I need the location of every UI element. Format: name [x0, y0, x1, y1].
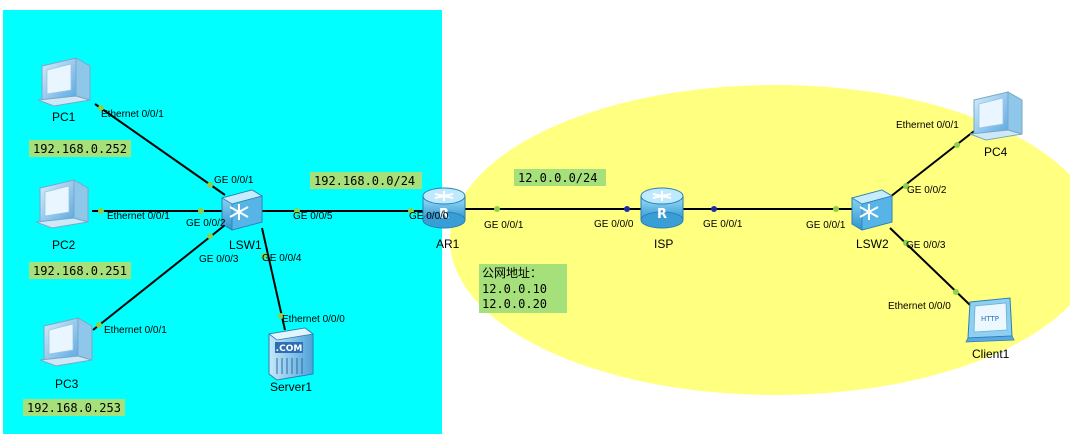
lsw1-device[interactable] — [220, 189, 264, 231]
port-dots — [96, 105, 960, 328]
router-icon: R — [640, 187, 684, 229]
wan-zone — [450, 85, 1070, 395]
pc4-label: PC4 — [984, 145, 1008, 159]
ar1-device[interactable]: R — [422, 187, 466, 229]
pc2-ip: 192.168.0.251 — [33, 264, 127, 278]
pc3-ip: 192.168.0.253 — [27, 401, 121, 415]
pc2-ip-box — [29, 262, 131, 279]
lan-subnet-box — [310, 172, 422, 189]
port-label: Ethernet 0/0/0 — [888, 301, 951, 312]
port-label: Ethernet 0/0/1 — [104, 325, 167, 336]
port-label: GE 0/0/3 — [199, 254, 239, 265]
port-label: Ethernet 0/0/1 — [896, 120, 959, 131]
server-badge: .COM — [276, 344, 303, 354]
lan-subnet: 192.168.0.0/24 — [314, 174, 415, 188]
client-icon: HTTP — [965, 297, 1015, 343]
client1-device[interactable]: HTTP — [965, 297, 1015, 343]
port-dot — [98, 208, 104, 214]
port-dot — [198, 208, 204, 214]
port-label: GE 0/0/4 — [262, 253, 302, 264]
port-dot — [294, 208, 300, 214]
client-badge: HTTP — [981, 315, 999, 323]
port-label: GE 0/0/3 — [906, 240, 946, 251]
link-lsw1-server1[interactable] — [261, 227, 286, 331]
pc1-ip: 192.168.0.252 — [33, 142, 127, 156]
svg-text:R: R — [439, 207, 449, 222]
port-label: GE 0/0/1 — [703, 219, 743, 230]
pc1-label: PC1 — [52, 110, 76, 124]
pc3-label: PC3 — [55, 377, 79, 391]
lsw2-label: LSW2 — [856, 237, 889, 251]
port-dot — [711, 206, 717, 212]
client1-label: Client1 — [972, 347, 1010, 361]
svg-text:R: R — [657, 207, 667, 222]
port-label: Ethernet 0/0/1 — [101, 109, 164, 120]
port-dot — [261, 253, 267, 259]
public-ip-box — [479, 264, 567, 313]
server1-label: Server1 — [270, 380, 312, 394]
pc-icon — [35, 179, 89, 229]
port-label: GE 0/0/5 — [293, 211, 333, 222]
pc2-device[interactable] — [35, 179, 89, 229]
port-dot — [96, 322, 102, 328]
port-label: GE 0/0/2 — [907, 185, 947, 196]
port-label: Ethernet 0/0/0 — [282, 314, 345, 325]
port-dot — [494, 206, 500, 212]
pc1-ip-box — [29, 140, 131, 157]
port-label: GE 0/0/0 — [409, 211, 449, 222]
pc-icon — [37, 57, 91, 107]
device-labels: PC1 PC2 PC3 PC4 LSW1 LSW2 AR1 ISP Server… — [52, 110, 1010, 394]
port-label: Ethernet 0/0/1 — [107, 211, 170, 222]
pc4-device[interactable] — [969, 91, 1023, 141]
ip-labels: 192.168.0.252 192.168.0.251 192.168.0.25… — [23, 140, 606, 416]
pc3-device[interactable] — [39, 317, 93, 367]
link-pc3-lsw1[interactable] — [92, 224, 226, 331]
pc-icon — [969, 91, 1023, 141]
port-dot — [903, 183, 909, 189]
router-icon: R — [422, 187, 466, 229]
isp-device[interactable]: R — [640, 187, 684, 229]
switch-icon — [220, 189, 264, 231]
public-ip-title: 公网地址： — [482, 266, 542, 280]
public-ip-2: 12.0.0.20 — [482, 297, 547, 311]
pc1-device[interactable] — [37, 57, 91, 107]
port-label: GE 0/0/1 — [214, 175, 254, 186]
port-dot — [903, 240, 909, 246]
lsw1-label: LSW1 — [229, 238, 262, 252]
port-dot — [408, 208, 414, 214]
ar1-label: AR1 — [436, 237, 460, 251]
port-label: GE 0/0/1 — [484, 220, 524, 231]
port-dot — [207, 182, 213, 188]
port-label: GE 0/0/1 — [806, 220, 846, 231]
port-label: GE 0/0/0 — [594, 219, 634, 230]
port-labels: Ethernet 0/0/1 GE 0/0/1 Ethernet 0/0/1 G… — [101, 109, 959, 336]
public-ip-1: 12.0.0.10 — [482, 282, 547, 296]
wan-subnet-box — [514, 169, 606, 186]
port-dot — [207, 233, 213, 239]
port-dot — [833, 206, 839, 212]
link-pc1-lsw1[interactable] — [94, 103, 226, 196]
port-dot — [98, 105, 104, 111]
server-icon: .COM — [268, 327, 314, 381]
server1-device[interactable]: .COM — [268, 327, 314, 381]
wan-subnet: 12.0.0.0/24 — [518, 171, 597, 185]
pc3-ip-box — [23, 399, 125, 416]
port-label: GE 0/0/2 — [186, 218, 226, 229]
lsw2-device[interactable] — [850, 189, 894, 231]
port-dot — [278, 313, 284, 319]
port-dot — [954, 142, 960, 148]
port-dot — [624, 206, 630, 212]
pc-icon — [39, 317, 93, 367]
pc2-label: PC2 — [52, 238, 76, 252]
switch-icon — [850, 189, 894, 231]
isp-label: ISP — [654, 237, 673, 251]
port-dot — [953, 289, 959, 295]
